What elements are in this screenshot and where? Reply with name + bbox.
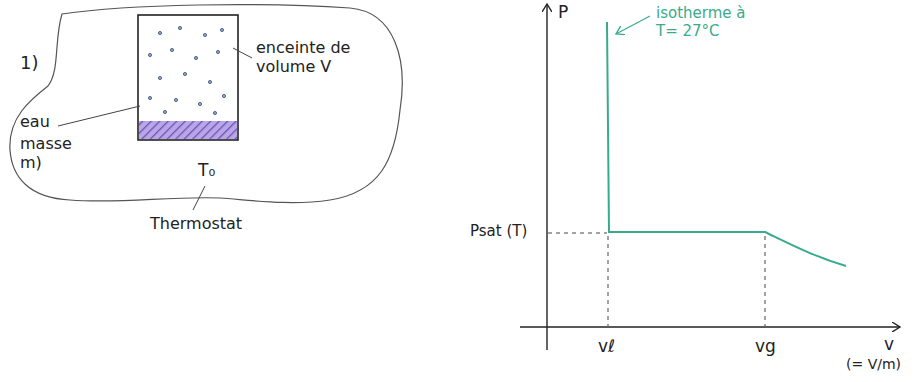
mass-label: masse m): [20, 134, 70, 172]
guide-line: [765, 236, 766, 326]
leader-line: [233, 48, 252, 58]
guide-line: [608, 236, 609, 326]
part-number: 1): [20, 52, 38, 74]
vapour-dots: [148, 26, 225, 114]
thermostat-outline: [10, 5, 402, 203]
pressure-axis: [546, 4, 547, 350]
thermostat-label: Thermostat: [150, 214, 242, 233]
volume-axis: [520, 326, 900, 327]
container-label: enceinte de volume V: [256, 38, 356, 76]
container: [138, 15, 238, 140]
axis-label: P: [558, 2, 568, 22]
axis-note: (= V/m): [846, 356, 901, 373]
axis-tick-label: vℓ: [598, 336, 615, 356]
guide-line: [548, 233, 607, 234]
leader-line: [193, 186, 205, 210]
temperature-label: T₀: [198, 160, 215, 180]
saturation-pressure-label: Psat (T): [470, 222, 527, 240]
axis-tick-label: vg: [755, 336, 776, 356]
leader-line: [58, 106, 140, 126]
isotherm-curve: [607, 22, 846, 266]
water-layer: [139, 121, 237, 139]
pointer-arrow: [616, 16, 650, 34]
isotherm-label: isotherme à T= 27°C: [656, 4, 766, 40]
water-label: eau: [20, 112, 50, 131]
axis-label: v: [884, 334, 894, 354]
